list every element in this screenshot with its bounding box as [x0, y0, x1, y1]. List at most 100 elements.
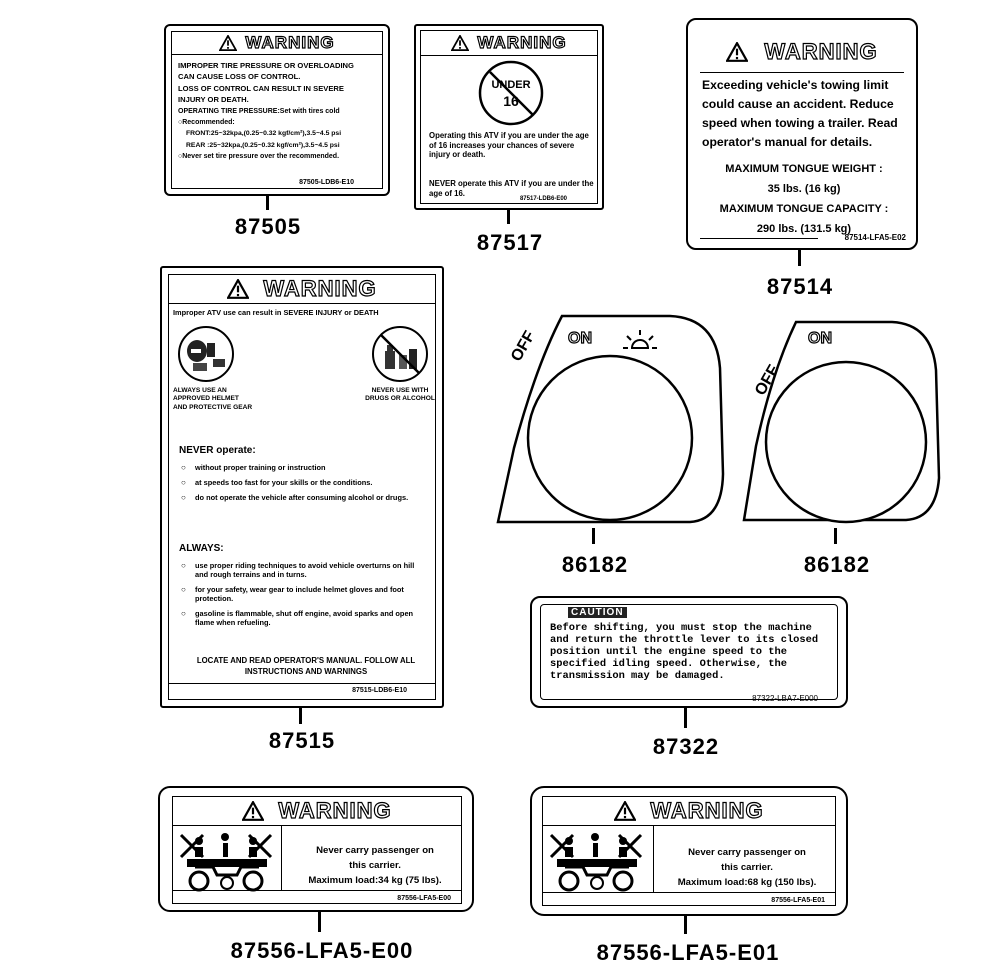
on-text: ON	[567, 329, 592, 347]
warning-banner: WARNING	[173, 797, 461, 826]
tongue-capacity-value: 290 lbs. (131.5 kg)	[756, 223, 852, 235]
label-87505: WARNING IMPROPER TIRE PRESSURE OR OVERLO…	[164, 24, 390, 196]
leader-line	[684, 708, 687, 728]
warning-word: WARNING	[278, 797, 392, 823]
never-list: without proper training or instruction a…	[181, 463, 421, 508]
label-87515: WARNING Improper ATV use can result in S…	[160, 266, 444, 708]
warning-word: WARNING	[764, 38, 878, 64]
label-code: 87322-LBA7-E000	[752, 694, 818, 703]
text-line: INJURY OR DEATH.	[178, 95, 249, 105]
switch-plate-86182-right	[742, 320, 941, 524]
divider	[169, 683, 435, 684]
warning-word: WARNING	[263, 275, 377, 301]
part-number: 87517	[476, 230, 544, 255]
leader-line	[684, 916, 687, 934]
part-number: 86182	[803, 552, 871, 577]
never-text: NEVER operate this ATV if you are under …	[429, 179, 594, 198]
atv-passenger-icon	[179, 833, 273, 892]
list-item: without proper training or instruction	[181, 463, 421, 472]
label-87556-e01: WARNING Never carry passenger on this ca…	[530, 786, 848, 916]
warning-word: WARNING	[650, 797, 764, 823]
under-text: UNDER	[491, 79, 531, 91]
leader-line	[318, 912, 321, 932]
on-text: ON	[807, 329, 832, 347]
text-line: REAR :25~32kpa,(0.25~0.32 kgf/cm²),3.5~4…	[186, 141, 340, 149]
warning-triangle-icon	[726, 42, 749, 62]
label-87556-e00: WARNING Never carry passenger on this ca…	[158, 786, 474, 912]
text-line: this carrier.	[349, 860, 401, 871]
text-line: OPERATING TIRE PRESSURE:Set with tires c…	[178, 107, 340, 115]
label-code: 87515-LDB6-E10	[352, 687, 407, 694]
warning-banner: WARNING	[169, 275, 435, 304]
warning-banner: WARNING	[688, 38, 916, 66]
footer-text: LOCATE AND READ OPERATOR'S MANUAL. FOLLO…	[196, 656, 416, 676]
warning-triangle-icon	[614, 801, 637, 821]
text-line: this carrier.	[721, 862, 773, 873]
label-87322: CAUTION Before shifting, you must stop t…	[530, 596, 848, 708]
no-drugs-alcohol-icon	[372, 326, 428, 382]
label-code: 87505-LDB6-E10	[299, 179, 354, 186]
helmet-gear-icon	[178, 326, 234, 382]
under-16-prohibition-icon	[478, 60, 544, 126]
part-number: 87514	[766, 274, 834, 299]
text-line: CAN CAUSE LOSS OF CONTROL.	[178, 72, 301, 82]
warning-banner: WARNING	[421, 31, 597, 56]
warning-word: WARNING	[477, 32, 567, 52]
leader-line	[507, 210, 510, 224]
part-number: 86182	[561, 552, 629, 577]
label-code: 87514-LFA5-E02	[844, 233, 906, 242]
warning-banner: WARNING	[543, 797, 835, 826]
always-list: use proper riding techniques to avoid ve…	[181, 561, 427, 633]
warning-triangle-icon	[227, 279, 250, 299]
label-87517: WARNING UNDER 16 Operating this ATV if y…	[414, 24, 604, 210]
text-line: Never carry passenger on	[688, 847, 806, 858]
warning-word: WARNING	[245, 32, 335, 52]
body-text: Operating this ATV if you are under the …	[429, 131, 589, 160]
divider	[700, 238, 818, 239]
always-heading: ALWAYS:	[179, 543, 224, 554]
body-text: Before shifting, you must stop the machi…	[550, 622, 819, 682]
list-item: use proper riding techniques to avoid ve…	[181, 561, 427, 579]
warning-triangle-icon	[451, 35, 470, 51]
text-line: Maximum load:68 kg (150 lbs).	[677, 877, 817, 888]
warning-triangle-icon	[242, 801, 265, 821]
part-number: 87556-LFA5-E00	[230, 938, 414, 963]
list-item: for your safety, wear gear to include he…	[181, 585, 427, 603]
tongue-weight-label: MAXIMUM TONGUE WEIGHT :	[725, 163, 883, 175]
list-item: do not operate the vehicle after consumi…	[181, 493, 421, 502]
left-icon-caption: ALWAYS USE AN APPROVED HELMET AND PROTEC…	[173, 387, 253, 411]
leader-line	[592, 528, 595, 544]
atv-passenger-icon	[549, 833, 643, 892]
part-number: 87505	[234, 214, 302, 239]
text-line: ○Never set tire pressure over the recomm…	[178, 153, 340, 161]
age-number: 16	[503, 93, 519, 109]
caution-badge: CAUTION	[568, 607, 627, 618]
leader-line	[299, 708, 302, 724]
body-text: Exceeding vehicle's towing limit could c…	[702, 78, 898, 149]
list-item: at speeds too fast for your skills or th…	[181, 478, 421, 487]
label-code: 87556-LFA5-E01	[771, 897, 825, 904]
label-87514: WARNING Exceeding vehicle's towing limit…	[686, 18, 918, 250]
warning-triangle-icon	[219, 35, 238, 51]
text-line: IMPROPER TIRE PRESSURE OR OVERLOADING	[178, 61, 354, 70]
leader-line	[266, 196, 269, 210]
label-code: 87517-LDB6-E00	[519, 196, 567, 202]
label-code: 87556-LFA5-E00	[397, 895, 451, 902]
divider	[700, 72, 904, 73]
switch-plate-86182-left	[496, 314, 725, 524]
never-heading: NEVER operate:	[179, 445, 256, 456]
leader-line	[834, 528, 837, 544]
header-text: Improper ATV use can result in SEVERE IN…	[173, 308, 379, 317]
list-item: gasoline is flammable, shut off engine, …	[181, 609, 427, 627]
warning-banner: WARNING	[172, 32, 382, 55]
part-number: 87322	[652, 734, 720, 759]
text-line: Never carry passenger on	[316, 845, 434, 856]
right-icon-caption: NEVER USE WITH DRUGS OR ALCOHOL	[365, 387, 435, 403]
text-line: ○Recommended:	[178, 119, 235, 127]
part-number: 87515	[268, 728, 336, 753]
tongue-capacity-label: MAXIMUM TONGUE CAPACITY :	[719, 203, 889, 215]
light-icon	[623, 330, 657, 349]
text-line: LOSS OF CONTROL CAN RESULT IN SEVERE	[178, 83, 344, 93]
part-number: 87556-LFA5-E01	[596, 940, 780, 965]
leader-line	[798, 250, 801, 266]
